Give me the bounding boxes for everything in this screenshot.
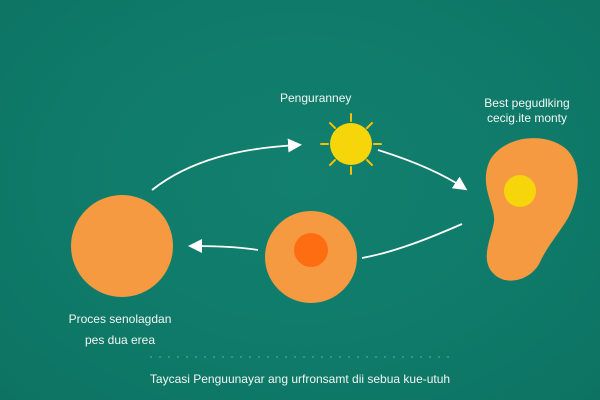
sun-icon <box>320 113 382 175</box>
left-orange-circle <box>71 195 173 297</box>
center-orange-core <box>294 233 328 267</box>
right-label-line1: Best pegudlking <box>484 96 570 110</box>
right-label-line2: cecig.ite monty <box>486 111 568 125</box>
left-label-line1: Proces senolagdan <box>68 312 172 326</box>
arrow-icon <box>188 239 259 254</box>
left-label-line2: pes dua erea <box>84 333 156 347</box>
right-orange-blob <box>485 138 578 281</box>
arrow-icon <box>377 149 468 191</box>
diagram-caption: Taycasi Penguunayar ang urfronsamt dii s… <box>149 372 451 386</box>
sun-label: Penguranney <box>280 91 352 105</box>
arrow-icon <box>151 138 302 191</box>
dotted-divider <box>150 356 450 358</box>
right-yellow-dot <box>504 175 536 207</box>
arrow-icon <box>361 223 463 259</box>
